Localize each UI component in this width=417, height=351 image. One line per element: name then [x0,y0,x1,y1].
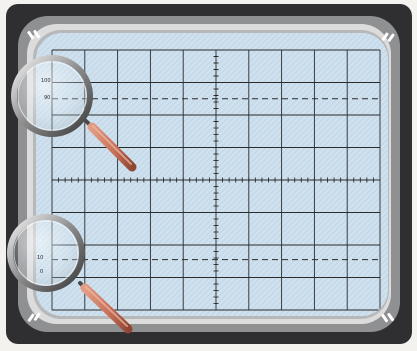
screen-background [36,33,388,316]
bottom-magnifier-label-2: 0 [40,269,43,275]
bottom-magnifier-label-1: 10 [37,255,43,261]
top-magnifier-label-1: 100 [41,78,51,84]
scope-screen [36,33,388,316]
top-magnifier-label-2: 90 [44,95,50,101]
